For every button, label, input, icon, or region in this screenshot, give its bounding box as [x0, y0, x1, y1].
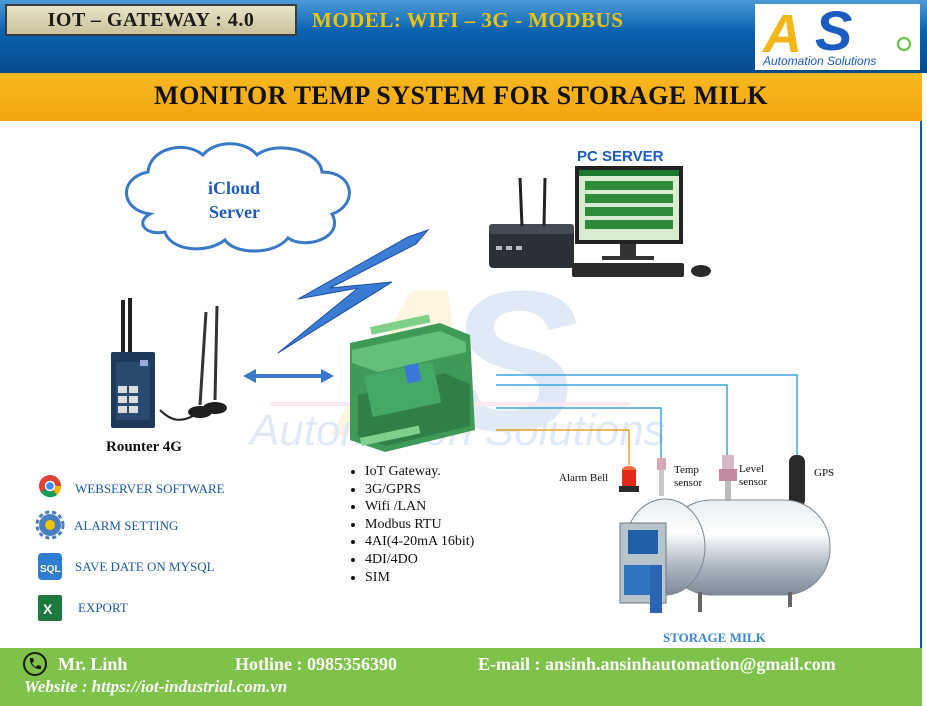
company-logo: A S Automation Solutions	[755, 0, 920, 70]
temp-sensor-icon	[657, 458, 666, 496]
excel-icon: X	[38, 595, 62, 621]
temp-sensor-label-line1: Temp	[674, 464, 699, 476]
level-sensor-label-line1: Level	[739, 463, 765, 475]
level-sensor-label-line2: sensor	[739, 476, 768, 488]
wireless-link-icon	[277, 228, 430, 354]
cloud-label-line1: iCloud	[208, 178, 261, 198]
milk-tank-illustration	[619, 498, 831, 613]
list-item: 3G/GPRS	[365, 481, 474, 499]
bidirectional-arrow-icon	[243, 369, 334, 383]
svg-text:SQL: SQL	[40, 564, 61, 575]
svg-text:X: X	[43, 601, 53, 617]
sql-database-icon: SQL	[38, 553, 62, 580]
logo-letter-a: A	[761, 4, 802, 64]
contact-name: Mr. Linh	[58, 654, 128, 674]
storage-milk-label: STORAGE MILK	[663, 630, 766, 645]
model-label: MODEL: WIFI – 3G - MODBUS	[312, 8, 624, 32]
sensor-wiring	[496, 374, 798, 465]
hotline: Hotline : 0985356390	[235, 654, 397, 674]
list-item: IoT Gateway.	[365, 463, 474, 481]
pc-server-label: PC SERVER	[577, 148, 664, 165]
footer-bar	[0, 648, 922, 706]
content-frame	[0, 121, 922, 649]
page-title: MONITOR TEMP SYSTEM FOR STORAGE MILK	[154, 81, 768, 110]
website-link[interactable]: Website : https://iot-industrial.com.vn	[24, 677, 288, 696]
list-item: 4DI/4DO	[365, 551, 474, 569]
pc-server-illustration	[489, 166, 711, 277]
phone-icon	[23, 652, 47, 676]
list-item: 4AI(4-20mA 16bit)	[365, 533, 474, 551]
logo-text: Automation Solutions	[762, 54, 876, 68]
list-item: Modbus RTU	[365, 516, 474, 534]
logo-letter-s: S	[815, 4, 852, 62]
temp-sensor-label-line2: sensor	[674, 477, 703, 489]
gps-label: GPS	[814, 467, 835, 479]
feature-alarm-setting: ALARM SETTING	[74, 518, 179, 533]
router-label: Rounter 4G	[106, 439, 182, 455]
title-band	[0, 73, 922, 121]
list-item: SIM	[365, 569, 474, 587]
gear-icon	[35, 510, 65, 540]
gps-antenna-icon	[789, 455, 805, 507]
email[interactable]: E-mail : ansinh.ansinhautomation@gmail.c…	[478, 654, 836, 674]
feature-export: EXPORT	[78, 600, 128, 615]
cloud-label-line2: Server	[209, 202, 260, 222]
gateway-spec-list: IoT Gateway. 3G/GPRS Wifi /LAN Modbus RT…	[340, 463, 474, 586]
feature-webserver: WEBSERVER SOFTWARE	[75, 481, 225, 496]
system-diagram: A S Automation Solutions	[35, 142, 831, 621]
logo-dot	[897, 37, 911, 51]
alarm-bell-icon	[619, 466, 639, 492]
router-4g-device	[111, 298, 227, 428]
alarm-bell-label: Alarm Bell	[559, 472, 609, 484]
iot-gateway-module	[350, 314, 475, 452]
level-sensor-icon	[719, 455, 737, 501]
chrome-icon	[39, 475, 62, 498]
list-item: Wifi /LAN	[365, 498, 474, 516]
feature-save-mysql: SAVE DATE ON MYSQL	[75, 559, 215, 574]
cloud-icon	[125, 142, 351, 253]
as-logo-icon: A S Automation Solutions	[761, 0, 911, 68]
iot-gateway-badge: IOT – GATEWAY : 4.0	[5, 4, 297, 36]
